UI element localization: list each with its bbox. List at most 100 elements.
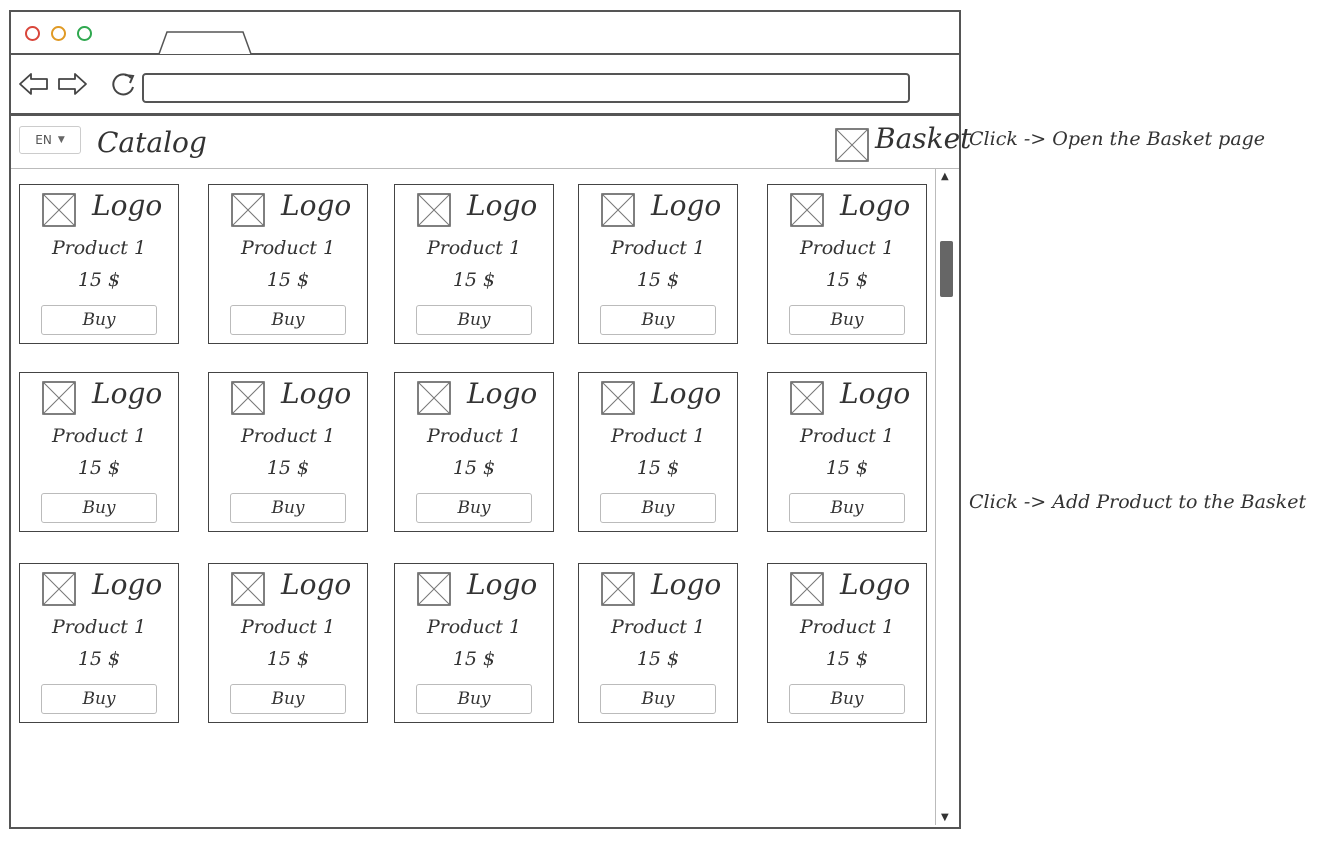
- buy-button[interactable]: Buy: [230, 684, 346, 714]
- product-logo-label: Logo: [92, 377, 163, 410]
- product-name: Product 1: [610, 237, 706, 259]
- buy-button[interactable]: Buy: [600, 493, 716, 523]
- product-name: Product 1: [51, 616, 147, 638]
- basket-image-placeholder-icon[interactable]: [835, 128, 869, 162]
- language-value: EN: [35, 133, 52, 147]
- language-select[interactable]: EN ▼: [19, 126, 81, 154]
- buy-button[interactable]: Buy: [41, 493, 157, 523]
- product-price: 15 $: [452, 648, 496, 670]
- product-name: Product 1: [51, 425, 147, 447]
- product-name: Product 1: [240, 237, 336, 259]
- product-name: Product 1: [799, 616, 895, 638]
- close-dot-icon[interactable]: [25, 26, 40, 41]
- buy-button[interactable]: Buy: [416, 305, 532, 335]
- product-price: 15 $: [266, 648, 310, 670]
- product-price: 15 $: [825, 457, 869, 479]
- browser-navbar: [11, 55, 959, 116]
- product-name: Product 1: [240, 616, 336, 638]
- image-placeholder-icon: [42, 193, 76, 227]
- product-logo-label: Logo: [840, 568, 911, 601]
- page-header: EN ▼ Catalog Basket: [11, 116, 971, 169]
- buy-button[interactable]: Buy: [789, 684, 905, 714]
- buy-button[interactable]: Buy: [230, 305, 346, 335]
- product-name: Product 1: [610, 425, 706, 447]
- buy-button[interactable]: Buy: [600, 684, 716, 714]
- image-placeholder-icon: [417, 572, 451, 606]
- buy-button[interactable]: Buy: [41, 684, 157, 714]
- image-placeholder-icon: [42, 381, 76, 415]
- maximize-dot-icon[interactable]: [77, 26, 92, 41]
- product-name: Product 1: [426, 237, 522, 259]
- product-logo-label: Logo: [281, 377, 352, 410]
- product-name: Product 1: [426, 616, 522, 638]
- product-name: Product 1: [610, 616, 706, 638]
- buy-button[interactable]: Buy: [789, 305, 905, 335]
- scroll-down-icon[interactable]: ▼: [941, 812, 949, 823]
- buy-button[interactable]: Buy: [789, 493, 905, 523]
- image-placeholder-icon: [231, 381, 265, 415]
- vertical-scrollbar[interactable]: ▲ ▼: [935, 169, 957, 825]
- product-price: 15 $: [636, 648, 680, 670]
- basket-annotation: Click -> Open the Basket page: [969, 128, 1266, 150]
- buy-button[interactable]: Buy: [600, 305, 716, 335]
- product-logo-label: Logo: [467, 377, 538, 410]
- product-price: 15 $: [825, 648, 869, 670]
- image-placeholder-icon: [417, 381, 451, 415]
- product-logo-label: Logo: [840, 377, 911, 410]
- product-name: Product 1: [51, 237, 147, 259]
- product-name: Product 1: [426, 425, 522, 447]
- product-logo-label: Logo: [651, 189, 722, 222]
- product-logo-label: Logo: [281, 568, 352, 601]
- product-name: Product 1: [240, 425, 336, 447]
- product-logo-label: Logo: [467, 568, 538, 601]
- image-placeholder-icon: [601, 381, 635, 415]
- image-placeholder-icon: [417, 193, 451, 227]
- product-logo-label: Logo: [467, 189, 538, 222]
- product-price: 15 $: [77, 648, 121, 670]
- product-logo-label: Logo: [651, 568, 722, 601]
- buy-button[interactable]: Buy: [41, 305, 157, 335]
- product-price: 15 $: [825, 269, 869, 291]
- forward-arrow-icon[interactable]: [55, 69, 89, 99]
- browser-tab[interactable]: [157, 30, 253, 54]
- back-arrow-icon[interactable]: [17, 69, 51, 99]
- buy-button[interactable]: Buy: [230, 493, 346, 523]
- reload-icon[interactable]: [107, 69, 141, 99]
- scroll-up-icon[interactable]: ▲: [941, 171, 949, 182]
- buy-annotation: Click -> Add Product to the Basket: [969, 491, 1307, 513]
- product-name: Product 1: [799, 237, 895, 259]
- basket-link[interactable]: Basket: [875, 122, 972, 155]
- image-placeholder-icon: [601, 572, 635, 606]
- product-logo-label: Logo: [92, 189, 163, 222]
- browser-titlebar: [11, 12, 959, 55]
- page-title: Catalog: [97, 126, 207, 159]
- address-bar[interactable]: [142, 73, 910, 103]
- product-name: Product 1: [799, 425, 895, 447]
- product-logo-label: Logo: [281, 189, 352, 222]
- buy-button[interactable]: Buy: [416, 493, 532, 523]
- product-price: 15 $: [266, 269, 310, 291]
- image-placeholder-icon: [790, 193, 824, 227]
- product-logo-label: Logo: [840, 189, 911, 222]
- product-logo-label: Logo: [92, 568, 163, 601]
- scroll-thumb[interactable]: [940, 241, 953, 297]
- minimize-dot-icon[interactable]: [51, 26, 66, 41]
- buy-button[interactable]: Buy: [416, 684, 532, 714]
